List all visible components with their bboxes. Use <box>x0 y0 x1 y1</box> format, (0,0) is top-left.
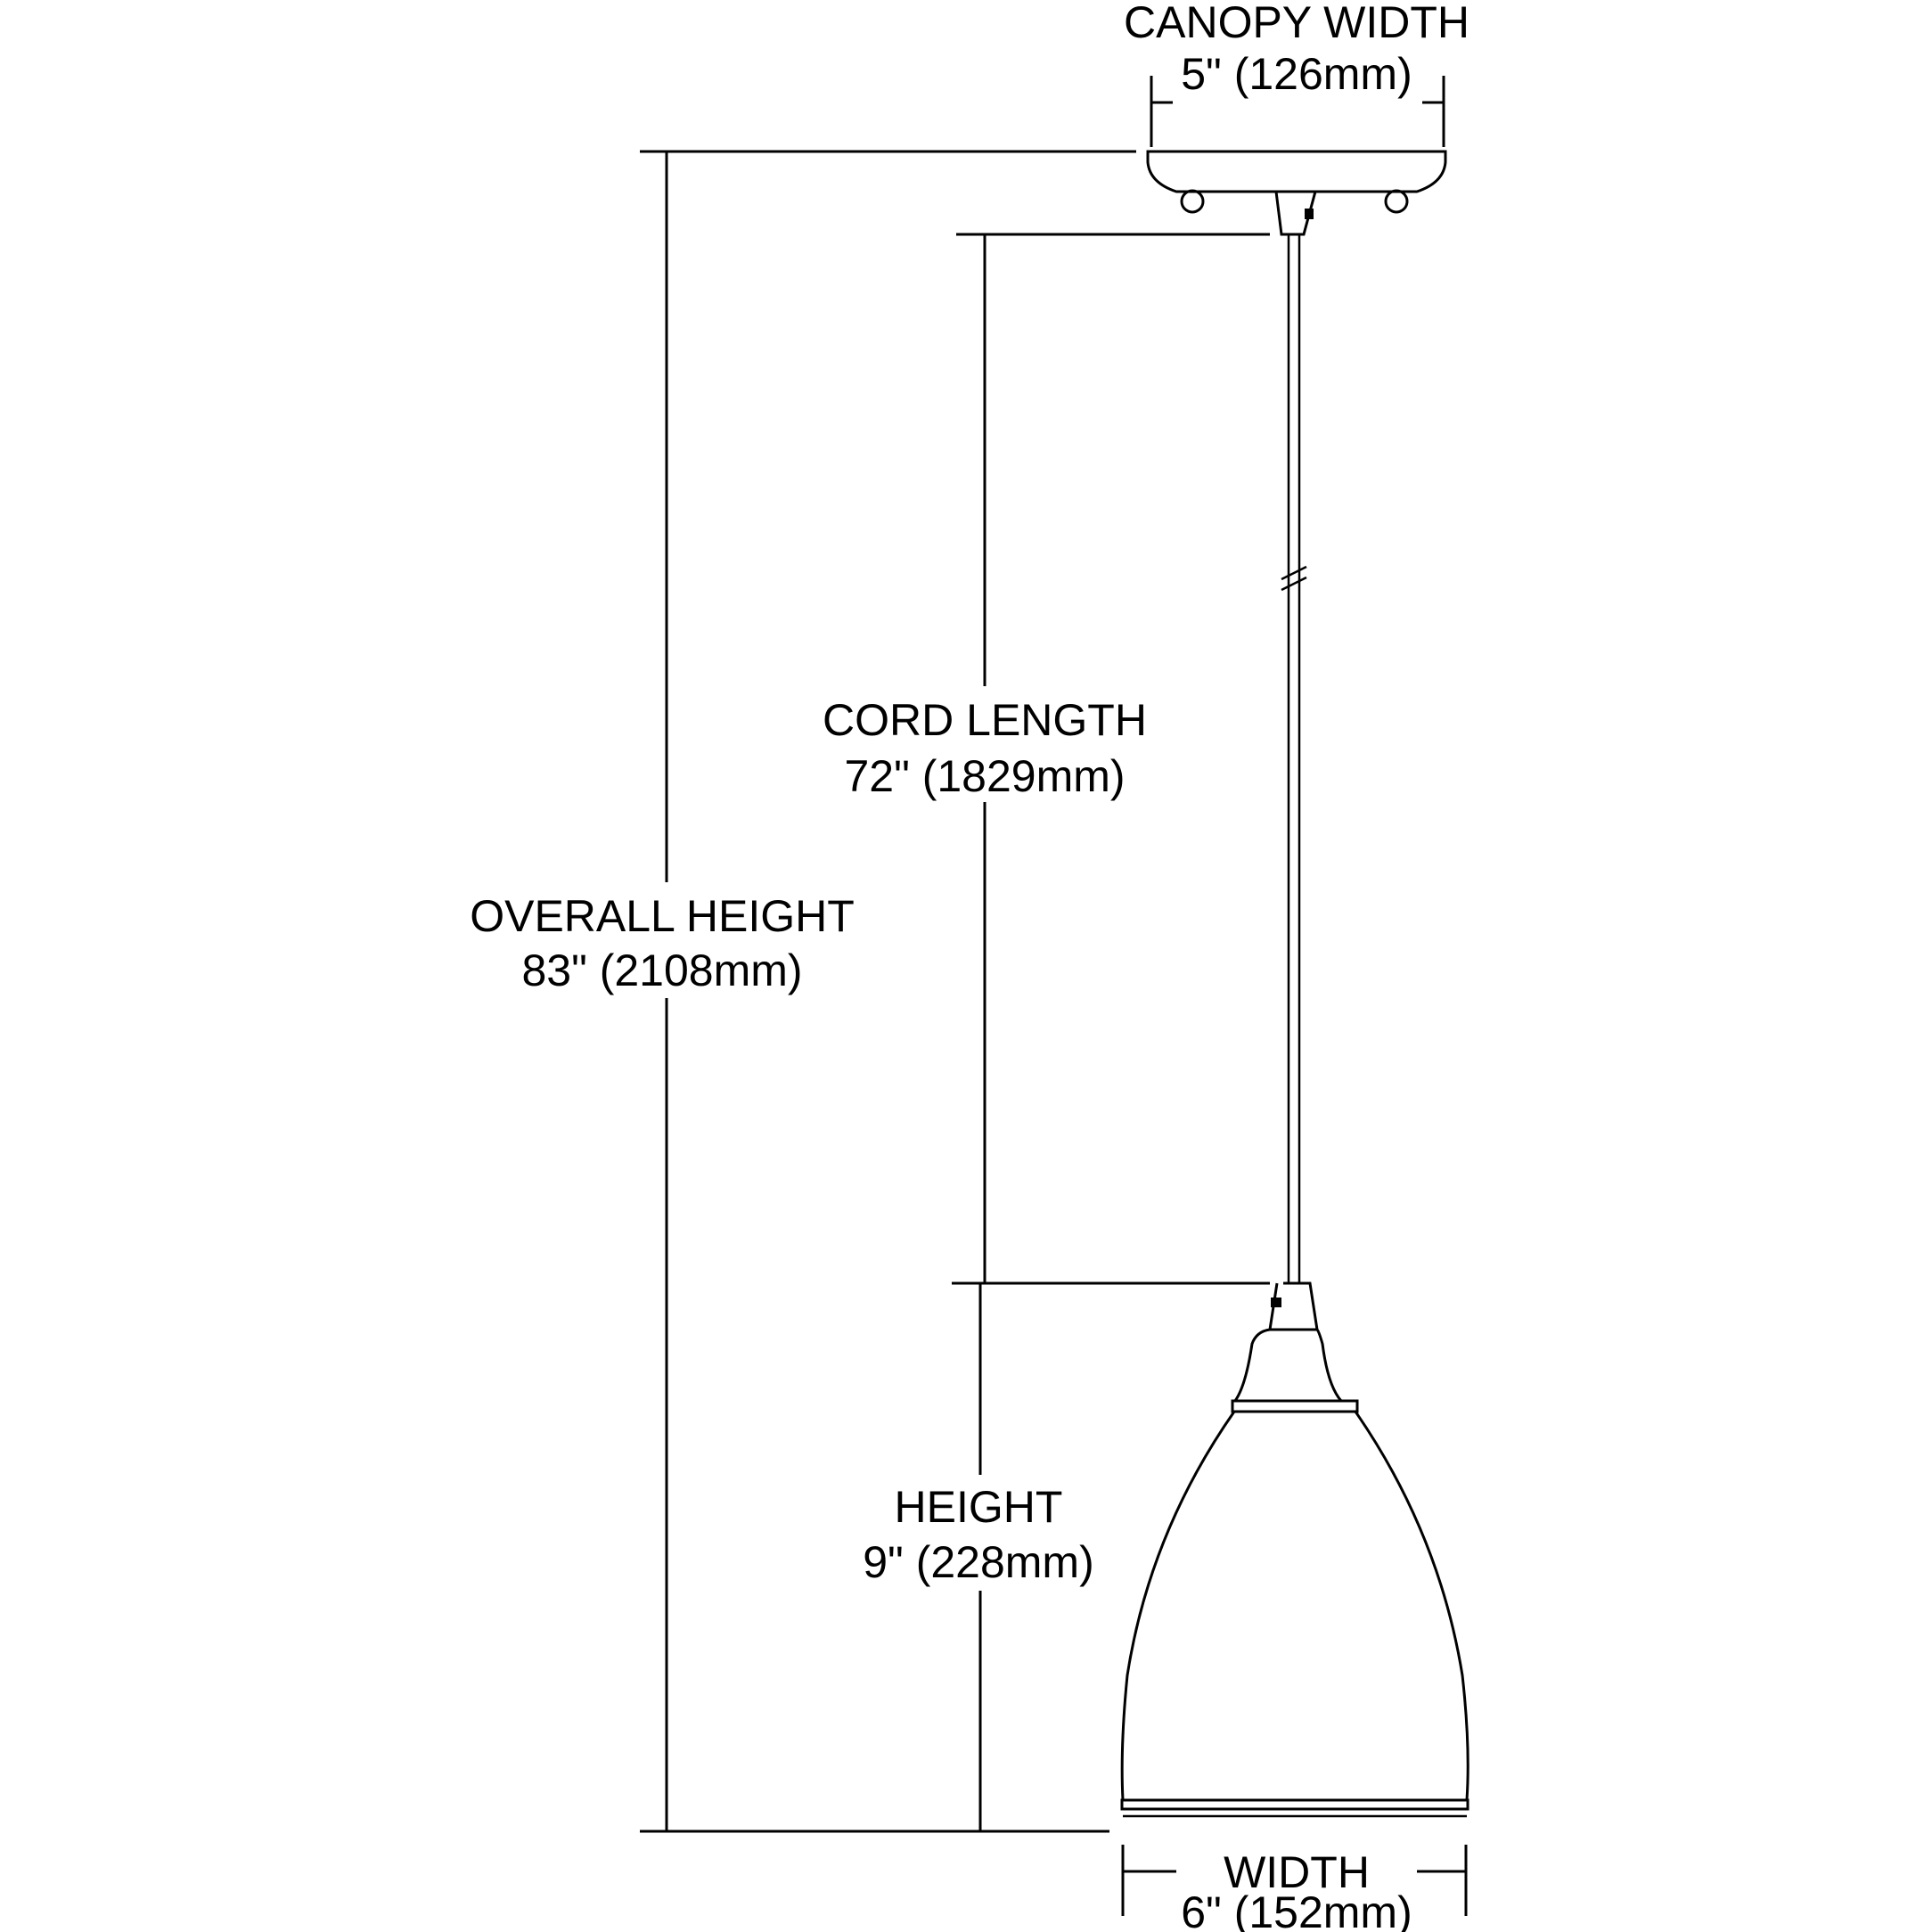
svg-text:72" (1829mm): 72" (1829mm) <box>844 751 1125 801</box>
width-label: WIDTH 6" (152mm) <box>1176 1843 1417 1932</box>
cord-length-label: CORD LENGTH 72" (1829mm) <box>802 686 1167 802</box>
svg-text:OVERALL HEIGHT: OVERALL HEIGHT <box>470 891 855 941</box>
svg-text:9" (228mm): 9" (228mm) <box>863 1537 1093 1587</box>
overall-height-label: OVERALL HEIGHT 83" (2108mm) <box>463 882 873 998</box>
svg-text:HEIGHT: HEIGHT <box>895 1482 1063 1532</box>
svg-text:WIDTH: WIDTH <box>1224 1847 1370 1897</box>
cord <box>1281 234 1307 1283</box>
canopy <box>1146 150 1447 236</box>
svg-text:6" (152mm): 6" (152mm) <box>1181 1887 1412 1932</box>
svg-text:83" (2108mm): 83" (2108mm) <box>521 946 802 995</box>
height-label: HEIGHT 9" (228mm) <box>855 1475 1123 1591</box>
svg-text:CORD LENGTH: CORD LENGTH <box>823 695 1147 745</box>
svg-text:CANOPY WIDTH: CANOPY WIDTH <box>1124 0 1469 47</box>
canopy-width-label: CANOPY WIDTH 5" (126mm) <box>1124 0 1469 105</box>
pendant-shade <box>1120 1281 1469 1818</box>
svg-text:5" (126mm): 5" (126mm) <box>1181 49 1412 99</box>
